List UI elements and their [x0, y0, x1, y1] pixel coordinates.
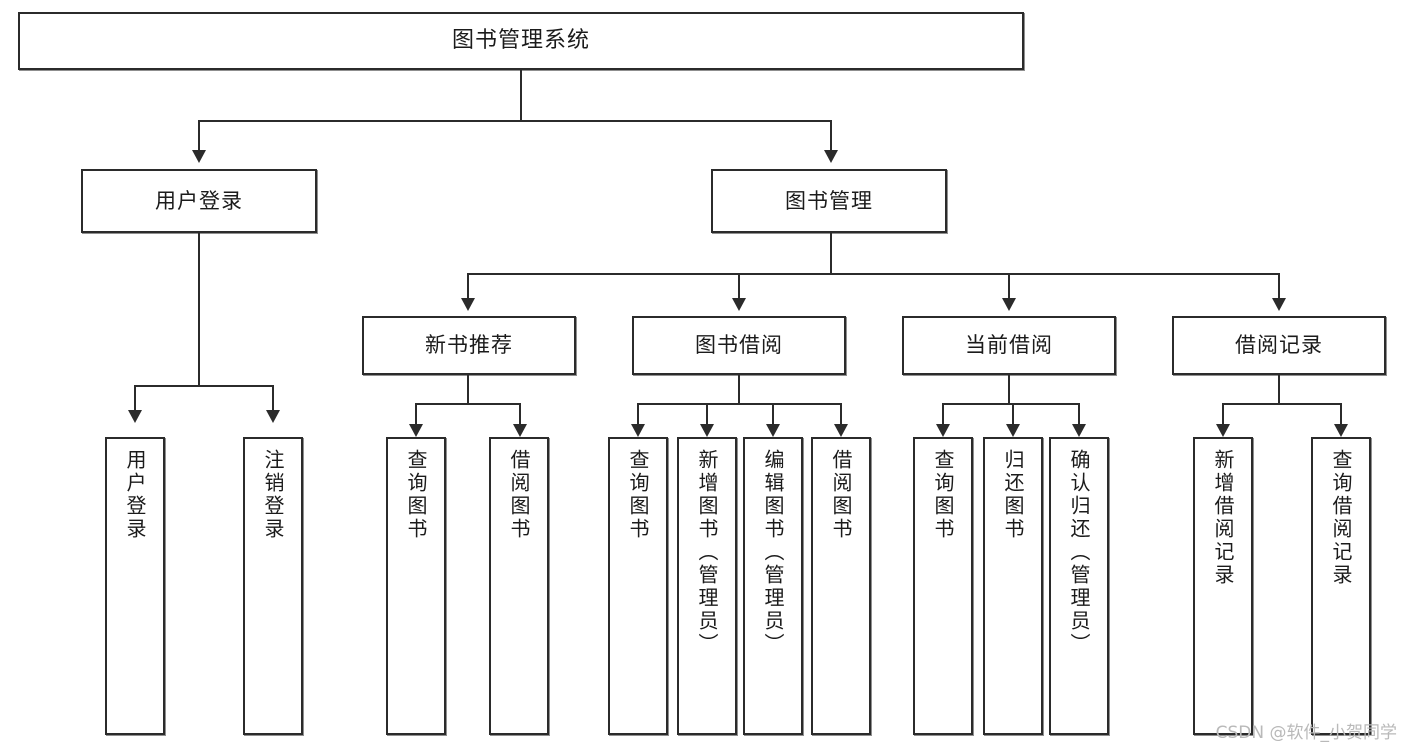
connector-borrow-records-leaf-1: [1222, 403, 1224, 424]
arrowhead-book-borrow: [732, 298, 746, 311]
connector-root-to-book-mgmt: [830, 120, 832, 150]
node-current-borrow[interactable]: 当前借阅: [902, 316, 1116, 375]
node-label: 查询图书: [404, 449, 428, 541]
arrowhead-new-books-leaf-1: [409, 424, 423, 437]
node-label: 新书推荐: [425, 333, 513, 358]
arrowhead-current-borrow-leaf-2: [1006, 424, 1020, 437]
leaf-book-borrow-query[interactable]: 查询图书: [608, 437, 668, 735]
arrowhead-root-to-user-login: [192, 150, 206, 163]
node-label: 注销登录: [261, 449, 285, 541]
connector-book-borrow-bus: [637, 403, 842, 405]
arrowhead-book-borrow-leaf-4: [834, 424, 848, 437]
arrowhead-borrow-records: [1272, 298, 1286, 311]
arrowhead-borrow-records-leaf-2: [1334, 424, 1348, 437]
connector-new-books-bus: [415, 403, 519, 405]
connector-new-books-leaf-1: [415, 403, 417, 424]
arrowhead-book-borrow-leaf-3: [766, 424, 780, 437]
connector-borrow-records-bus: [1222, 403, 1340, 405]
node-label: 借阅记录: [1235, 333, 1323, 358]
leaf-book-borrow-lend[interactable]: 借阅图书: [811, 437, 871, 735]
node-user-login[interactable]: 用户登录: [81, 169, 317, 233]
arrowhead-current-borrow-leaf-1: [936, 424, 950, 437]
connector-current-borrow-leaf-1: [942, 403, 944, 424]
node-book-management[interactable]: 图书管理: [711, 169, 947, 233]
leaf-current-borrow-query[interactable]: 查询图书: [913, 437, 973, 735]
node-label: 当前借阅: [965, 333, 1053, 358]
connector-current-borrow-stem: [1008, 375, 1010, 403]
node-label: 图书管理系统: [451, 28, 590, 54]
connector-book-borrow-leaf-2: [706, 403, 708, 424]
node-label: 用户登录: [123, 449, 147, 541]
arrowhead-root-to-book-mgmt: [824, 150, 838, 163]
connector-bus-to-book-borrow: [738, 273, 740, 298]
connector-borrow-records-leaf-2: [1340, 403, 1342, 424]
leaf-user-login-login[interactable]: 用户登录: [105, 437, 165, 735]
leaf-new-books-borrow[interactable]: 借阅图书: [489, 437, 549, 735]
connector-user-login-to-leaf-1: [134, 385, 136, 410]
node-label: 确认归还（管理员）: [1067, 449, 1091, 656]
node-label: 借阅图书: [829, 449, 853, 541]
connector-bus-to-new-books: [467, 273, 469, 298]
leaf-book-borrow-add[interactable]: 新增图书（管理员）: [677, 437, 737, 735]
node-label: 图书借阅: [695, 333, 783, 358]
node-label: 编辑图书（管理员）: [761, 449, 785, 656]
connector-user-login-bus: [134, 385, 272, 387]
connector-current-borrow-leaf-3: [1078, 403, 1080, 424]
node-label: 新增借阅记录: [1211, 449, 1235, 587]
leaf-borrow-records-add[interactable]: 新增借阅记录: [1193, 437, 1253, 735]
node-root-system[interactable]: 图书管理系统: [18, 12, 1024, 70]
arrowhead-book-borrow-leaf-1: [631, 424, 645, 437]
node-new-book-recommend[interactable]: 新书推荐: [362, 316, 576, 375]
node-label: 新增图书（管理员）: [695, 449, 719, 656]
connector-level3-bus: [467, 273, 1279, 275]
leaf-borrow-records-query[interactable]: 查询借阅记录: [1311, 437, 1371, 735]
connector-book-borrow-leaf-3: [772, 403, 774, 424]
node-label: 图书管理: [785, 188, 873, 213]
arrowhead-user-login-leaf-2: [266, 410, 280, 423]
arrowhead-user-login-leaf-1: [128, 410, 142, 423]
node-label: 查询图书: [931, 449, 955, 541]
leaf-new-books-query[interactable]: 查询图书: [386, 437, 446, 735]
connector-current-borrow-bus: [942, 403, 1080, 405]
leaf-book-borrow-edit[interactable]: 编辑图书（管理员）: [743, 437, 803, 735]
leaf-current-borrow-return[interactable]: 归还图书: [983, 437, 1043, 735]
connector-root-to-user-login: [198, 120, 200, 150]
connector-user-login-to-leaf-2: [272, 385, 274, 410]
arrowhead-current-borrow-leaf-3: [1072, 424, 1086, 437]
arrowhead-book-borrow-leaf-2: [700, 424, 714, 437]
connector-book-borrow-leaf-1: [637, 403, 639, 424]
arrowhead-current-borrow: [1002, 298, 1016, 311]
connector-root-stem: [520, 70, 522, 120]
node-book-borrow[interactable]: 图书借阅: [632, 316, 846, 375]
connector-root-bus: [198, 120, 832, 122]
node-label: 查询借阅记录: [1329, 449, 1353, 587]
leaf-user-login-logout[interactable]: 注销登录: [243, 437, 303, 735]
arrowhead-borrow-records-leaf-1: [1216, 424, 1230, 437]
connector-book-mgmt-stem: [830, 233, 832, 273]
connector-current-borrow-leaf-2: [1012, 403, 1014, 424]
leaf-current-borrow-confirm-return[interactable]: 确认归还（管理员）: [1049, 437, 1109, 735]
connector-bus-to-current-borrow: [1008, 273, 1010, 298]
arrowhead-new-books-leaf-2: [513, 424, 527, 437]
connector-bus-to-borrow-records: [1278, 273, 1280, 298]
connector-book-borrow-stem: [738, 375, 740, 403]
connector-new-books-leaf-2: [519, 403, 521, 424]
arrowhead-new-books: [461, 298, 475, 311]
connector-borrow-records-stem: [1278, 375, 1280, 403]
connector-user-login-stem: [198, 233, 200, 385]
node-label: 借阅图书: [507, 449, 531, 541]
node-label: 归还图书: [1001, 449, 1025, 541]
node-label: 查询图书: [626, 449, 650, 541]
connector-book-borrow-leaf-4: [840, 403, 842, 424]
node-label: 用户登录: [155, 188, 243, 213]
connector-new-books-stem: [467, 375, 469, 403]
node-borrow-records[interactable]: 借阅记录: [1172, 316, 1386, 375]
